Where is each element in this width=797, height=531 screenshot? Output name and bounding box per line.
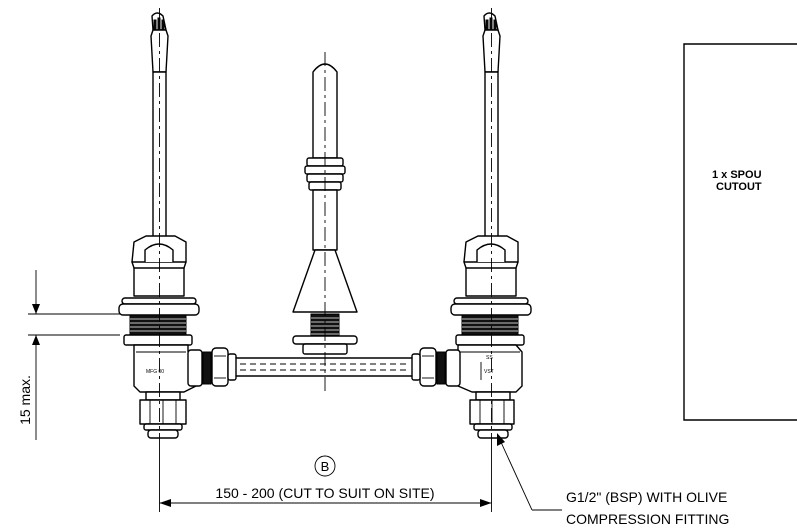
svg-text:MFG 00: MFG 00 [146,369,164,375]
centre-spout [292,52,358,392]
reference-marker-label: B [321,459,330,474]
fitting-callout-leader [497,433,562,511]
cutout-panel-line2: CUTOUT [716,181,762,193]
cutout-panel [683,43,797,421]
callout-line2: COMPRESSION FITTING [566,511,729,527]
vertical-dimension [28,270,120,440]
left-tap: MFG 00 [118,8,237,445]
horizontal-dimension-label: 150 - 200 (CUT TO SUIT ON SITE) [215,485,434,501]
connecting-pipe [235,357,413,377]
cutout-panel-line1: 1 x SPOU [712,169,762,181]
svg-text:SS: SS [486,355,493,361]
vertical-dimension-label: 15 max. [17,375,33,425]
svg-text:VST: VST [484,369,494,375]
right-tap: SS VST [411,8,532,445]
horizontal-dimension [159,445,492,512]
callout-line1: G1/2" (BSP) WITH OLIVE [566,489,727,505]
